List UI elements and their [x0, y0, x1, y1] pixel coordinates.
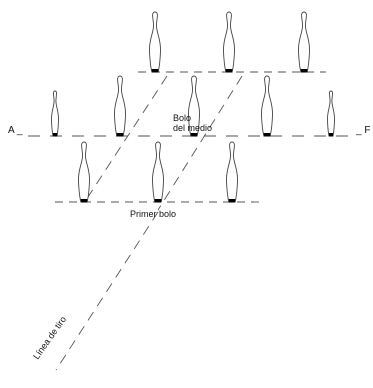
pin-mid-1 [51, 90, 59, 137]
label-middle-pin-1: Bolo [173, 113, 192, 123]
label-f: _ F [356, 125, 371, 136]
pin-back-1 [149, 11, 161, 73]
pin-mid-2 [114, 75, 126, 137]
pins-layer [51, 11, 335, 203]
shot-line-lower [55, 211, 159, 371]
pin-front-1 [78, 141, 90, 203]
pin-mid-3 [188, 75, 200, 137]
diagonal-line-left [85, 75, 168, 201]
shot-line-upper [157, 75, 243, 211]
label-middle-pin-2: del medio [173, 123, 213, 133]
pin-front-2 [152, 141, 164, 203]
label-first-pin: Primer bolo [130, 209, 177, 219]
label-a: A _ [8, 125, 23, 136]
pin-mid-5 [327, 90, 335, 137]
pin-mid-4 [261, 75, 273, 137]
pin-front-3 [226, 141, 238, 203]
pin-back-2 [223, 11, 235, 73]
pin-back-3 [298, 11, 310, 73]
